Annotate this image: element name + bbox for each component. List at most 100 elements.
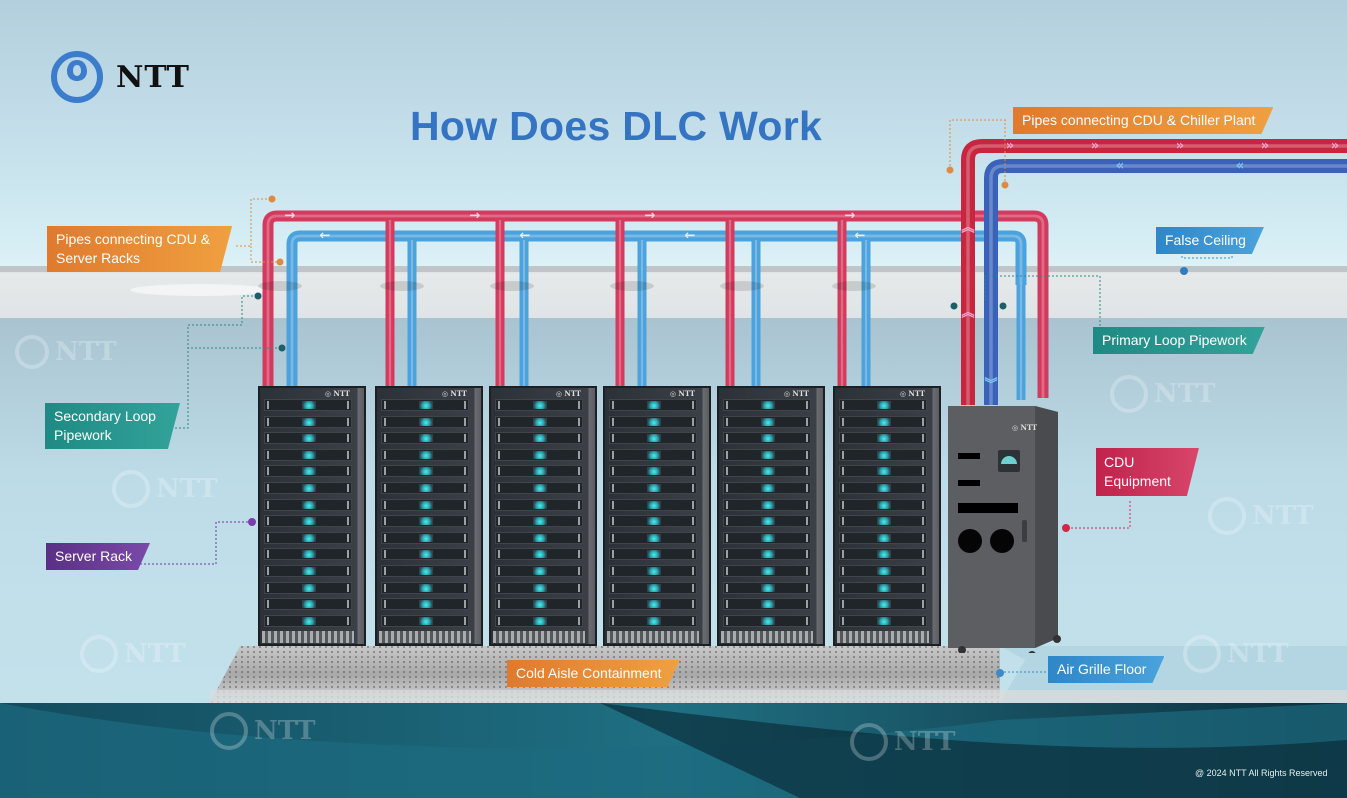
- watermark: NTT: [210, 712, 316, 750]
- unit-handle: [842, 467, 844, 476]
- status-led: [419, 450, 433, 459]
- watermark: NTT: [1110, 375, 1216, 413]
- flow-arrow-icon: ︽: [961, 221, 974, 236]
- unit-handle: [612, 567, 614, 575]
- unit-handle: [612, 600, 614, 609]
- unit-handle: [806, 567, 808, 575]
- unit-handle: [726, 467, 728, 476]
- unit-handle: [578, 450, 580, 459]
- server-unit: [264, 498, 352, 511]
- rack-vent: [493, 631, 585, 643]
- unit-handle: [842, 600, 844, 609]
- server-unit: [609, 498, 697, 511]
- primary-cold-pipe-highlight: [989, 164, 1347, 405]
- unit-handle: [384, 533, 386, 542]
- server-unit: [609, 482, 697, 494]
- status-led: [761, 616, 775, 625]
- status-led: [761, 600, 775, 609]
- unit-handle: [922, 500, 924, 509]
- server-unit: [381, 482, 469, 494]
- server-unit: [264, 531, 352, 544]
- unit-handle: [922, 450, 924, 459]
- server-unit: [609, 565, 697, 577]
- unit-handle: [464, 417, 466, 426]
- server-unit: [495, 498, 583, 511]
- status-led: [877, 567, 891, 575]
- status-led: [533, 500, 547, 509]
- unit-handle: [267, 567, 269, 575]
- unit-handle: [347, 467, 349, 476]
- unit-handle: [612, 583, 614, 592]
- ntt-logo: NTT: [50, 50, 190, 104]
- status-led: [533, 434, 547, 443]
- unit-handle: [384, 550, 386, 559]
- unit-handle: [347, 616, 349, 625]
- ntt-logo-icon: [1208, 497, 1246, 535]
- unit-handle: [692, 517, 694, 526]
- status-led: [761, 550, 775, 559]
- label-text: Equipment: [1104, 473, 1171, 489]
- status-led: [419, 600, 433, 609]
- unit-handle: [384, 484, 386, 492]
- unit-handle: [267, 550, 269, 559]
- status-led: [419, 616, 433, 625]
- unit-handle: [806, 484, 808, 492]
- watermark: NTT: [112, 470, 218, 508]
- flow-arrow-icon: ︾: [984, 377, 997, 393]
- status-led: [877, 434, 891, 443]
- unit-handle: [692, 484, 694, 492]
- cdu-unit: ◎ NTT: [948, 406, 1061, 653]
- rack-vent: [262, 631, 354, 643]
- unit-handle: [464, 550, 466, 559]
- server-unit: [609, 415, 697, 428]
- status-led: [302, 484, 316, 492]
- server-unit: [609, 399, 697, 411]
- callout-dot: [278, 344, 286, 352]
- unit-handle: [384, 450, 386, 459]
- unit-handle: [498, 467, 500, 476]
- status-led: [647, 583, 661, 592]
- unit-handle: [842, 616, 844, 625]
- unit-handle: [464, 567, 466, 575]
- unit-handle: [612, 401, 614, 409]
- flow-arrow-icon: »: [1091, 139, 1099, 154]
- unit-handle: [842, 517, 844, 526]
- unit-handle: [922, 401, 924, 409]
- server-unit: [609, 432, 697, 445]
- server-unit: [381, 614, 469, 627]
- server-rack: ◎ NTT: [375, 386, 483, 646]
- unit-handle: [498, 500, 500, 509]
- unit-handle: [692, 616, 694, 625]
- flow-arrow-icon: ←: [320, 229, 331, 244]
- unit-handle: [464, 583, 466, 592]
- status-led: [761, 450, 775, 459]
- status-led: [302, 533, 316, 542]
- server-unit: [839, 614, 927, 627]
- callout-dot: [248, 518, 256, 526]
- unit-handle: [384, 517, 386, 526]
- unit-handle: [922, 583, 924, 592]
- flow-arrow-icon: »: [1261, 139, 1269, 154]
- server-unit: [495, 565, 583, 577]
- status-led: [419, 500, 433, 509]
- unit-handle: [692, 401, 694, 409]
- unit-handle: [842, 484, 844, 492]
- status-led: [761, 417, 775, 426]
- status-led: [302, 583, 316, 592]
- unit-handle: [842, 583, 844, 592]
- status-led: [533, 467, 547, 476]
- server-unit: [264, 598, 352, 611]
- status-led: [302, 417, 316, 426]
- unit-handle: [692, 434, 694, 443]
- unit-handle: [806, 434, 808, 443]
- label-primary-loop: Primary Loop Pipework: [1093, 327, 1265, 354]
- label-air-grille-floor: Air Grille Floor: [1048, 656, 1164, 683]
- unit-handle: [726, 417, 728, 426]
- unit-handle: [806, 500, 808, 509]
- server-unit: [381, 531, 469, 544]
- unit-handle: [692, 583, 694, 592]
- unit-handle: [384, 600, 386, 609]
- label-text: Pipework: [54, 427, 112, 443]
- ntt-logo-icon: [210, 712, 248, 750]
- status-led: [647, 533, 661, 542]
